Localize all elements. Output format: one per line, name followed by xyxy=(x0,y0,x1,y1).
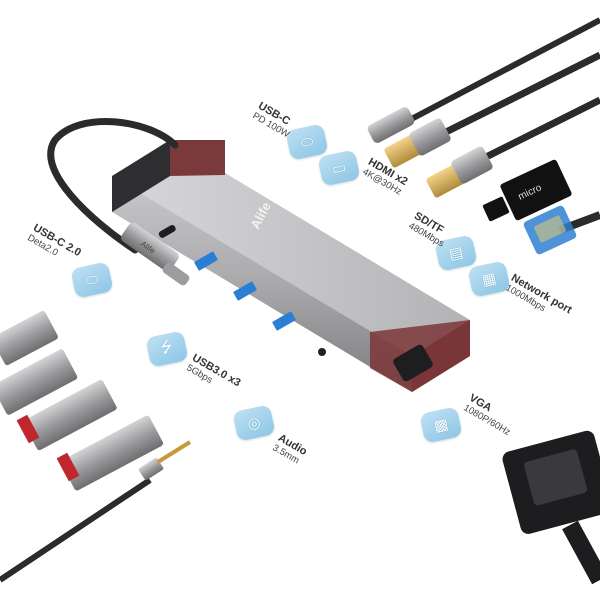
usb-sticks xyxy=(0,310,164,491)
hub-vga-port xyxy=(393,344,433,382)
usb-hub: Alife xyxy=(112,140,470,392)
hdmi-cable-2 xyxy=(426,96,600,198)
audio-cable xyxy=(0,440,192,583)
hub-audio-port xyxy=(318,348,326,356)
hub-usbc-port xyxy=(158,225,176,238)
hub-cable: Alife xyxy=(47,118,190,286)
sd-card: micro xyxy=(482,159,572,222)
usb-c-cable-right xyxy=(367,17,600,143)
hub-usb-ports xyxy=(194,251,296,331)
ethernet-cable xyxy=(523,205,600,255)
hub-cap-left xyxy=(170,140,225,176)
hub-end-left xyxy=(112,140,170,212)
vga-cable xyxy=(502,430,600,585)
hdmi-cable-1 xyxy=(384,51,600,168)
